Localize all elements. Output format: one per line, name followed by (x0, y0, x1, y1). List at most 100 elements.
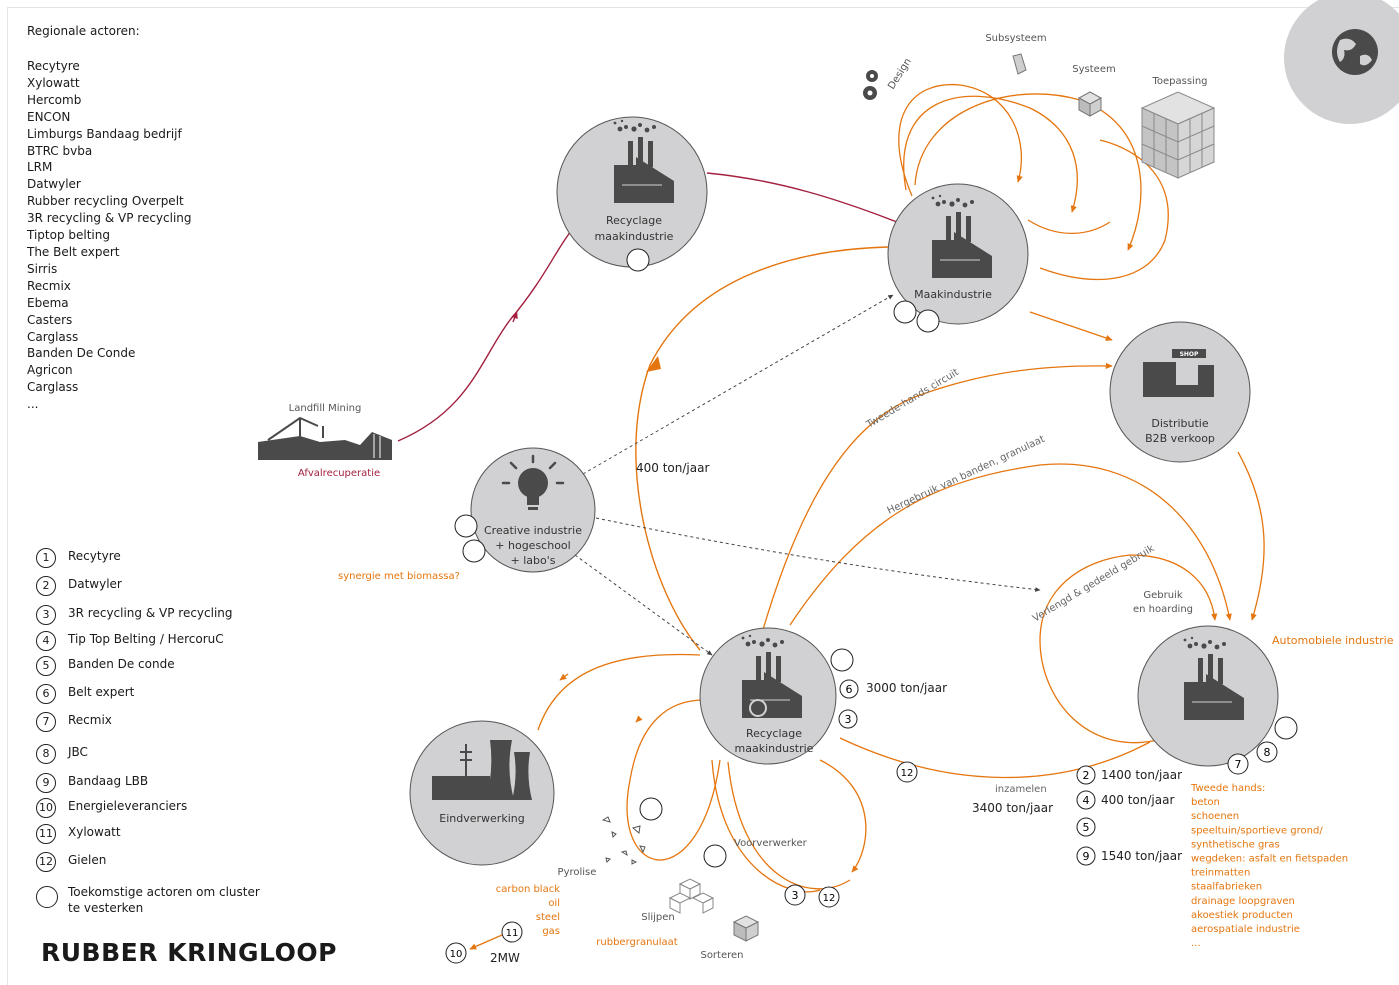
edge-hergebruik (789, 463, 1232, 626)
quantity-value: 1400 ton/jaar (1101, 768, 1182, 782)
node-automobiel: Automobiele industrie (1137, 625, 1394, 767)
actor-item: Datwyler (27, 177, 81, 192)
edge-loop-slijpen (711, 759, 821, 893)
page-frame (7, 7, 1399, 985)
quantity-value: 400 ton/jaar (1101, 793, 1174, 807)
edge-distributie-to-auto (1237, 451, 1265, 621)
actor-marker-7-num: 7 (1235, 758, 1242, 771)
tweede-hands-item: drainage loopgraven (1191, 896, 1295, 907)
globe-corner (1284, 0, 1399, 124)
node-maakindustrie-label: Maakindustrie (914, 288, 992, 301)
landfill-icon (258, 416, 392, 460)
diagram-title: RUBBER KRINGLOOP (41, 938, 337, 967)
tweede-hands-item: speeltuin/sportieve grond/ (1191, 825, 1323, 836)
quantity-value: 1540 ton/jaar (1101, 849, 1182, 863)
tweede-hands-item: schoenen (1191, 811, 1239, 822)
actor-marker-8-num: 8 (1264, 746, 1271, 759)
pyrolise-label: Pyrolise (558, 867, 597, 878)
actor-marker-11-num: 11 (506, 928, 519, 939)
edge-landfill-to-recyclage (397, 207, 598, 442)
legend-number: 4 (36, 631, 56, 651)
afvalrecuperatie-label: Afvalrecuperatie (298, 468, 380, 479)
sorteren-label: Sorteren (700, 950, 743, 961)
node-creative-line2: + hogeschool (495, 539, 570, 552)
future-line1: Toekomstige actoren om cluster (68, 885, 260, 899)
quantity-actor-num: 9 (1083, 850, 1090, 863)
legend-label: Xylowatt (68, 825, 121, 839)
node-creative-line1: Creative industrie (484, 524, 582, 537)
edge-xylowatt-energie (469, 934, 503, 950)
rubbergranulaat-label: rubbergranulaat (596, 937, 678, 948)
shop-sign: SHOP (1180, 351, 1199, 358)
legend-label: JBC (68, 745, 88, 759)
tweede-hands-item: aerospatiale industrie (1191, 924, 1300, 935)
future-actor-marker (626, 248, 650, 272)
flow-tweedehands: Tweede-hands circuit (864, 367, 961, 431)
actor-item: Recytyre (27, 59, 80, 73)
node-creative-line3: + labo's (511, 554, 556, 567)
legend-number: 5 (36, 656, 56, 676)
quantity-actor-num: 5 (1083, 821, 1090, 834)
edge-loop-voorverwerker (727, 761, 851, 890)
legend-label: Recmix (68, 713, 112, 727)
quantity-actor-circle (1076, 817, 1096, 837)
lightbulb-icon (501, 454, 565, 510)
flow-inzamelen: inzamelen (995, 784, 1047, 795)
actor-item: Rubber recycling Overpelt (27, 194, 184, 209)
actor-item: 3R recycling & VP recycling (27, 211, 192, 226)
actor-item: Xylowatt (27, 75, 80, 90)
node-recyclage-top-line1: Recyclage (606, 214, 662, 227)
actor-item: Recmix (27, 278, 71, 293)
quantity-actor-circle (1076, 790, 1096, 810)
shop-icon: SHOP (1143, 349, 1214, 397)
edge-loop-sorteren (819, 759, 867, 873)
legend-number: 12 (36, 852, 56, 872)
tweede-hands-item: wegdeken: asfalt en fietspaden (1191, 854, 1348, 865)
future-actor-marker (462, 539, 486, 563)
tweede-hands-item: akoestiek producten (1191, 910, 1293, 921)
flow-3000-ton: 3000 ton/jaar (866, 681, 947, 695)
subsystem-icon (1012, 53, 1027, 75)
node-creative: Creative industrie + hogeschool + labo's (454, 447, 596, 573)
actor-marker-8 (1256, 741, 1278, 763)
future-actor-legend-circle (36, 886, 58, 908)
actor-marker-11 (501, 921, 523, 943)
legend-number: 8 (36, 744, 56, 764)
tweede-hands-list: Tweede hands:betonschoenenspeeltuin/spor… (1190, 783, 1348, 949)
flow-400-ton: 400 ton/jaar (636, 461, 709, 475)
node-recyclage-bottom-line2: maakindustrie (735, 742, 814, 755)
edge-maak-loop-b (1039, 139, 1169, 280)
actor-item: ENCON (27, 109, 71, 124)
legend-number: 2 (36, 576, 56, 596)
actor-marker-3b-num: 3 (792, 889, 799, 902)
gebruik-line2: en hoarding (1133, 604, 1193, 615)
pyrolysis-output: steel (536, 912, 560, 923)
edge-design-subsysteem (898, 83, 1023, 197)
edge-maak-loop-a (1027, 219, 1111, 235)
quantity-actor-circle (1076, 846, 1096, 866)
pyrolysis-output: carbon black (496, 884, 560, 895)
edge-recyclage-to-maak-loop (635, 246, 889, 651)
actor-marker-12b-num: 12 (823, 893, 836, 904)
quantity-actor-num: 2 (1083, 769, 1090, 782)
legend-label: Bandaag LBB (68, 774, 149, 788)
actor-item: Carglass (27, 329, 79, 344)
edge-tweedehands (759, 362, 1113, 641)
node-recyclage-top: Recyclage maakindustrie (556, 116, 708, 272)
tweede-hands-item: beton (1191, 797, 1220, 808)
node-recyclage-bottom: Recyclage maakindustrie (699, 627, 854, 765)
legend-number: 1 (36, 548, 56, 568)
slijpen-label: Slijpen (641, 912, 675, 923)
pyrolysis-output: oil (548, 898, 560, 909)
legend-number: 6 (36, 684, 56, 704)
actor-item: Carglass (27, 380, 79, 395)
legend-number: 3 (36, 605, 56, 625)
legend-number: 11 (36, 824, 56, 844)
system-cube-icon (1077, 91, 1103, 117)
legend-number: 7 (36, 712, 56, 732)
future-actor-marker (830, 648, 854, 672)
pyrolysis-fragments-icon (601, 816, 646, 865)
